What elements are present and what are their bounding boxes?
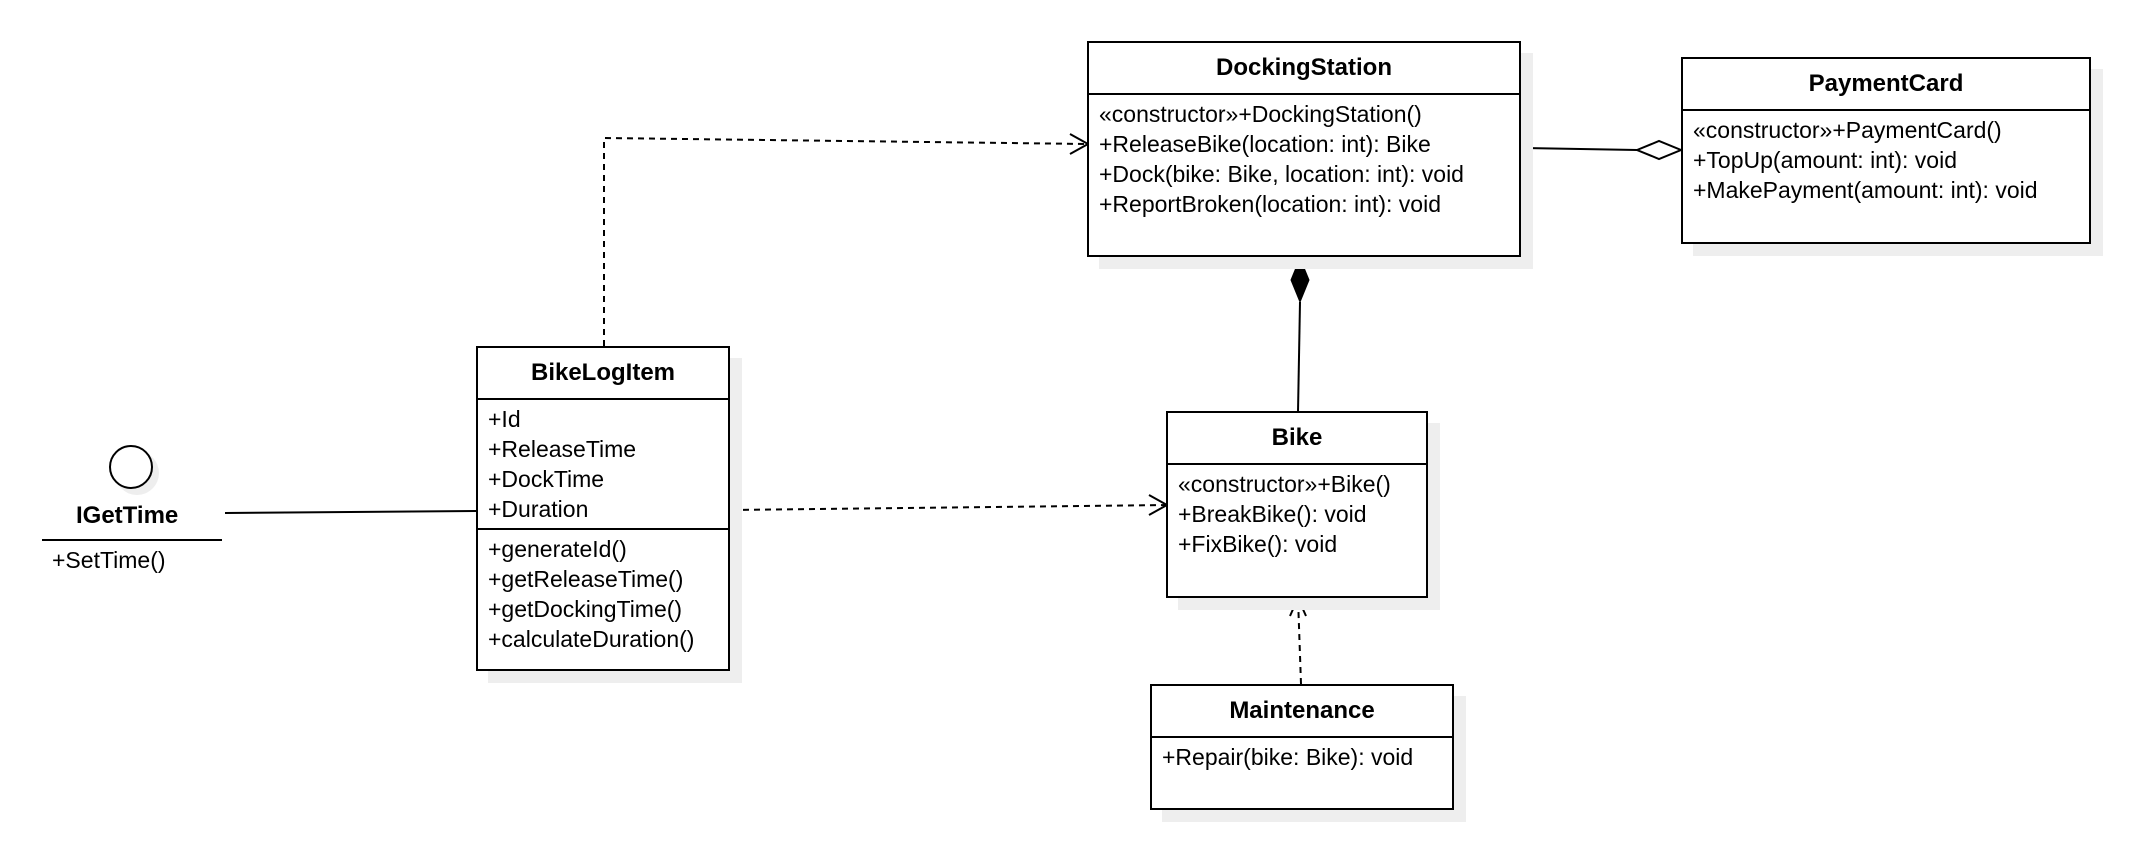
class-dockingstation: DockingStation «constructor»+DockingStat… (1087, 41, 1521, 257)
association-igettime-bikelogitem (224, 510, 477, 514)
attribute: +DockTime (488, 466, 605, 492)
dependency-arrowhead-maintenance-bike (1289, 595, 1307, 617)
operation: «constructor»+Bike() (1178, 471, 1391, 497)
class-name: Maintenance (1152, 686, 1452, 738)
operation: +BreakBike(): void (1178, 501, 1367, 527)
interface-divider (42, 539, 222, 541)
operations-compartment: «constructor»+DockingStation() +ReleaseB… (1089, 95, 1519, 223)
operation: +ReportBroken(location: int): void (1099, 191, 1441, 217)
composition-diamond (1290, 256, 1310, 304)
class-name: BikeLogItem (478, 348, 728, 400)
class-name: Bike (1168, 413, 1426, 465)
operations-compartment: +generateId() +getReleaseTime() +getDock… (478, 528, 728, 658)
class-name: DockingStation (1089, 43, 1519, 95)
dependency-bikelogitem-dockingstation (603, 136, 1089, 346)
operation: +getReleaseTime() (488, 566, 684, 592)
class-bikelogitem: BikeLogItem +Id +ReleaseTime +DockTime +… (476, 346, 730, 671)
class-paymentcard: PaymentCard «constructor»+PaymentCard() … (1681, 57, 2091, 244)
operation: +TopUp(amount: int): void (1693, 147, 1957, 173)
composition-bike-dockingstation (1297, 301, 1301, 413)
dependency-maintenance-bike (1297, 597, 1302, 685)
attributes-compartment: +Id +ReleaseTime +DockTime +Duration (478, 400, 728, 528)
operation: «constructor»+DockingStation() (1099, 101, 1422, 127)
class-name: PaymentCard (1683, 59, 2089, 111)
dependency-bikelogitem-bike (731, 504, 1168, 511)
aggregation-dockingstation-paymentcard (1520, 147, 1638, 151)
attribute: +Id (488, 406, 521, 432)
operations-compartment: +Repair(bike: Bike): void (1152, 738, 1452, 776)
operations-compartment: «constructor»+Bike() +BreakBike(): void … (1168, 465, 1426, 563)
operation: +generateId() (488, 536, 627, 562)
operations-compartment: «constructor»+PaymentCard() +TopUp(amoun… (1683, 111, 2089, 209)
operation: «constructor»+PaymentCard() (1693, 117, 2002, 143)
operation: +Repair(bike: Bike): void (1162, 744, 1414, 770)
operation: +MakePayment(amount: int): void (1693, 177, 2038, 203)
operation: +ReleaseBike(location: int): Bike (1099, 131, 1431, 157)
operation: +FixBike(): void (1178, 531, 1338, 557)
operation: +calculateDuration() (488, 626, 695, 652)
interface-circle-icon (109, 445, 153, 489)
aggregation-diamond (1634, 139, 1684, 161)
operation: +getDockingTime() (488, 596, 683, 622)
class-maintenance: Maintenance +Repair(bike: Bike): void (1150, 684, 1454, 810)
class-bike: Bike «constructor»+Bike() +BreakBike(): … (1166, 411, 1428, 598)
attribute: +ReleaseTime (488, 436, 637, 462)
attribute: +Duration (488, 496, 589, 522)
operation: +Dock(bike: Bike, location: int): void (1099, 161, 1464, 187)
interface-operation: +SetTime() (52, 547, 166, 573)
interface-name: IGetTime (76, 502, 179, 529)
